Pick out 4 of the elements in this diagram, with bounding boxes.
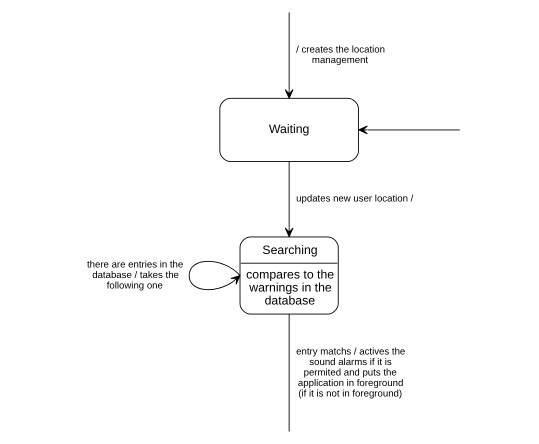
- edge-label: entry matchs / actives the sound alarms if it is permited and puts the application in foreground (if it is not in foreground): [296, 346, 405, 400]
- edge-label: updates new user location /: [296, 194, 413, 205]
- edge-label: / creates the location management: [296, 44, 384, 66]
- edge-label: there are entries in the database / takes the following one: [86, 259, 183, 292]
